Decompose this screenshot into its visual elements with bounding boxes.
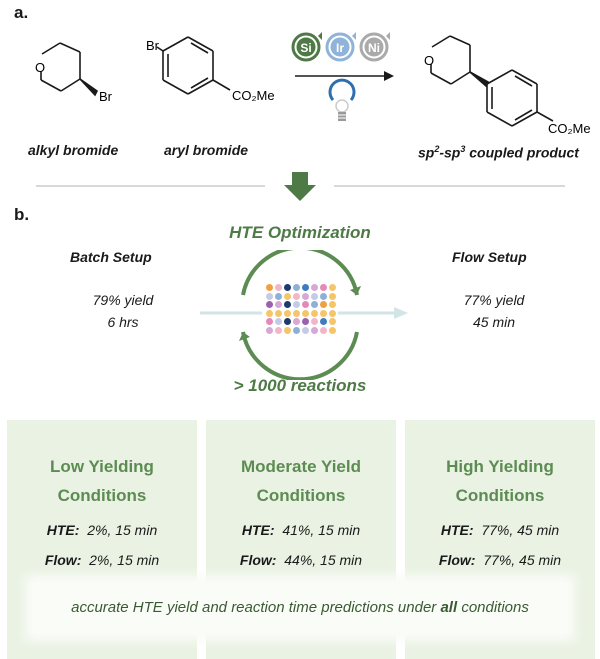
well-dot: [284, 284, 291, 291]
well-dot: [293, 292, 300, 300]
flow-yield: 77% yield: [463, 292, 525, 308]
ni-label: Ni: [368, 41, 380, 55]
reaction-arrow: [295, 71, 394, 81]
aryl-ester-label: CO₂Me: [232, 88, 275, 103]
aryl-bromide-caption: aryl bromide: [164, 142, 249, 158]
batch-setup-title: Batch Setup: [70, 249, 152, 265]
section-divider: [36, 172, 565, 201]
well-dot: [320, 318, 327, 325]
well-dot: [275, 318, 282, 325]
well-plate-dots: [266, 284, 336, 334]
well-dot: [293, 284, 300, 291]
aryl-br-label: Br: [146, 38, 160, 53]
alkyl-br-label: Br: [99, 89, 113, 104]
flow-time: 45 min: [472, 314, 516, 330]
well-dot: [311, 309, 318, 317]
well-dot: [284, 309, 291, 317]
panel-low-flow-row: Flow: 2%, 15 min: [44, 552, 160, 568]
flow-setup-title: Flow Setup: [452, 249, 527, 265]
si-catalyst-icon: [291, 32, 322, 62]
well-dot: [293, 326, 300, 334]
light-bulb-icon: [328, 78, 356, 121]
panel-moderate-hte-row: HTE: 41%, 15 min: [241, 522, 361, 538]
product-structure: [430, 35, 554, 127]
product-ring-oxygen: O: [424, 53, 434, 68]
well-dot: [302, 301, 309, 308]
part-a-label: a.: [14, 3, 29, 22]
well-dot: [275, 292, 282, 300]
alkyl-bromide-caption: alkyl bromide: [28, 142, 119, 158]
well-dot: [329, 318, 336, 325]
hte-optimization-title: HTE Optimization: [229, 223, 371, 242]
well-dot: [320, 292, 327, 300]
well-dot: [266, 326, 273, 334]
aryl-bromide-structure: [156, 36, 231, 95]
well-dot: [284, 318, 291, 325]
well-dot: [293, 309, 300, 317]
well-dot: [311, 292, 318, 300]
well-dot: [284, 301, 291, 308]
well-dot: [266, 309, 273, 317]
well-dot: [311, 326, 318, 334]
si-label: Si: [300, 41, 311, 55]
panel-low-hte-row: HTE: 2%, 15 min: [46, 522, 158, 538]
well-dot: [275, 326, 282, 334]
batch-yield: 79% yield: [92, 292, 154, 308]
well-dot: [329, 292, 336, 300]
well-dot: [302, 284, 309, 291]
alkyl-bromide-structure: [40, 42, 99, 97]
well-dot: [302, 292, 309, 300]
batch-time: 6 hrs: [107, 314, 139, 330]
down-arrow-icon: [284, 172, 316, 201]
well-dot: [275, 284, 282, 291]
well-dot: [266, 284, 273, 291]
panel-high-hte-row: HTE: 77%, 45 min: [440, 522, 560, 538]
well-dot: [311, 318, 318, 325]
product-ester-label: CO₂Me: [548, 121, 591, 136]
part-b-label: b.: [14, 205, 30, 224]
alkyl-ring-oxygen: O: [35, 60, 45, 75]
well-dot: [275, 301, 282, 308]
reaction-scheme: O Br Br CO₂Me Si Ir Ni: [35, 32, 591, 136]
well-dot: [320, 284, 327, 291]
reactions-count: > 1000 reactions: [233, 376, 367, 395]
panel-high-flow-row: Flow: 77%, 45 min: [438, 552, 562, 568]
well-dot: [329, 309, 336, 317]
well-dot: [320, 309, 327, 317]
well-dot: [284, 326, 291, 334]
well-dot: [302, 318, 309, 325]
well-dot: [293, 301, 300, 308]
well-dot: [275, 309, 282, 317]
well-dot: [320, 301, 327, 308]
well-dot: [266, 301, 273, 308]
well-dot: [311, 301, 318, 308]
well-dot: [329, 284, 336, 291]
well-dot: [302, 326, 309, 334]
well-dot: [329, 326, 336, 334]
well-dot: [302, 309, 309, 317]
well-dot: [293, 318, 300, 325]
product-caption: sp2-sp3 coupled product: [418, 144, 579, 161]
well-dot: [266, 318, 273, 325]
panel-moderate-flow-row: Flow: 44%, 15 min: [239, 552, 363, 568]
ni-catalyst-icon: [359, 32, 390, 62]
well-dot: [266, 292, 273, 300]
conclusion-banner: accurate HTE yield and reaction time pre…: [33, 583, 567, 633]
well-dot: [284, 292, 291, 300]
ir-catalyst-icon: [325, 32, 356, 62]
well-dot: [329, 301, 336, 308]
ir-label: Ir: [336, 41, 344, 55]
well-dot: [311, 284, 318, 291]
well-dot: [320, 326, 327, 334]
